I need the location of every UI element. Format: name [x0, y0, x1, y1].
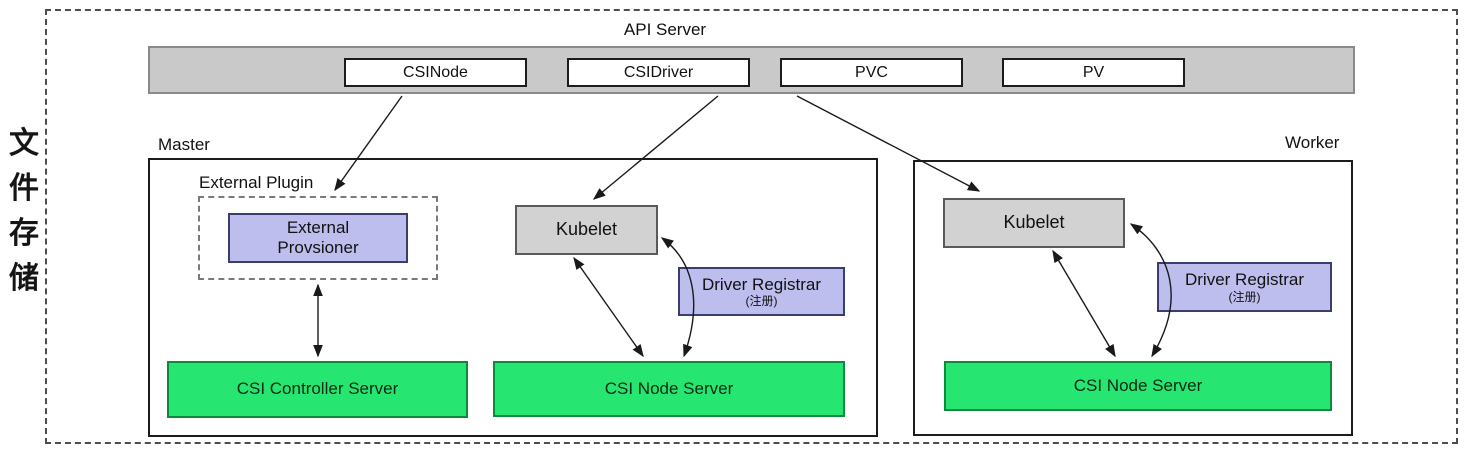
resource-box-csidriver: CSIDriver	[567, 58, 750, 87]
external-provisioner-line1: External	[286, 217, 350, 237]
driver-registrar-master-box: Driver Registrar (注册)	[678, 267, 845, 316]
resource-box-pv: PV	[1002, 58, 1185, 87]
api-server-bar: CSINode CSIDriver PVC PV	[148, 46, 1355, 94]
external-provisioner-line2: Provsioner	[277, 238, 359, 257]
external-plugin-dashed-box	[198, 196, 438, 280]
csi-node-server-master-box: CSI Node Server	[493, 361, 845, 417]
resource-box-pvc: PVC	[780, 58, 963, 87]
driver-registrar-worker-line2: (注册)	[1228, 289, 1261, 304]
csi-node-server-worker-box: CSI Node Server	[944, 361, 1332, 411]
kubelet-worker-box: Kubelet	[943, 198, 1125, 248]
driver-registrar-worker-line1: Driver Registrar	[1184, 270, 1305, 290]
side-label-char: 件	[9, 172, 39, 205]
external-provisioner-box: External Provsioner	[228, 213, 408, 263]
outer-dashed-frame	[45, 9, 1458, 444]
side-label-char: 存	[9, 217, 39, 250]
master-section-title: Master	[158, 135, 210, 154]
driver-registrar-master-line1: Driver Registrar	[701, 274, 822, 294]
driver-registrar-master-line2: (注册)	[745, 294, 778, 309]
csi-controller-server-box: CSI Controller Server	[167, 361, 468, 418]
side-label-char: 文	[9, 127, 39, 160]
external-plugin-label: External Plugin	[199, 173, 314, 192]
kubelet-master-box: Kubelet	[515, 205, 658, 255]
side-label-char: 储	[9, 262, 39, 295]
worker-section-title: Worker	[1285, 133, 1340, 152]
file-storage-vertical-label: 文 件 存 储	[4, 121, 44, 301]
resource-box-csinode: CSINode	[344, 58, 527, 87]
driver-registrar-worker-box: Driver Registrar (注册)	[1157, 262, 1332, 312]
api-server-title: API Server	[623, 20, 707, 39]
